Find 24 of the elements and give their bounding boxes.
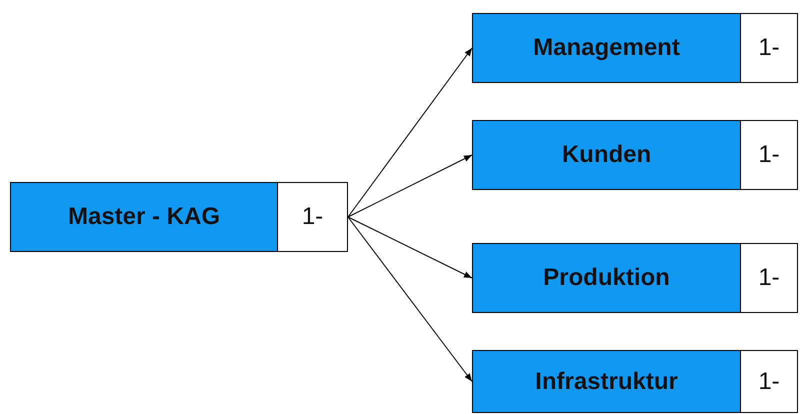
arrow: [348, 48, 472, 218]
number-label: 1-: [302, 203, 324, 231]
unit-box: [472, 350, 741, 413]
number-label: 1-: [758, 264, 780, 292]
arrow: [348, 216, 472, 278]
number-box: [740, 243, 798, 313]
unit-box: [472, 243, 741, 313]
number-box: [277, 182, 348, 252]
number-box: [740, 13, 798, 83]
unit-box: [472, 13, 741, 83]
unit-box: [472, 120, 741, 190]
unit-name: Produktion: [543, 264, 670, 292]
unit-box: [10, 182, 278, 252]
unit-name: Management: [533, 34, 680, 62]
unit-name: Kunden: [562, 141, 652, 169]
number-box: [740, 350, 798, 413]
number-label: 1-: [758, 141, 780, 169]
number-label: 1-: [758, 368, 780, 396]
arrow: [348, 154, 472, 218]
number-box: [740, 120, 798, 190]
number-label: 1-: [758, 34, 780, 62]
arrow: [348, 216, 472, 382]
unit-name: Master - KAG: [68, 203, 220, 231]
unit-name: Infrastruktur: [535, 368, 678, 396]
